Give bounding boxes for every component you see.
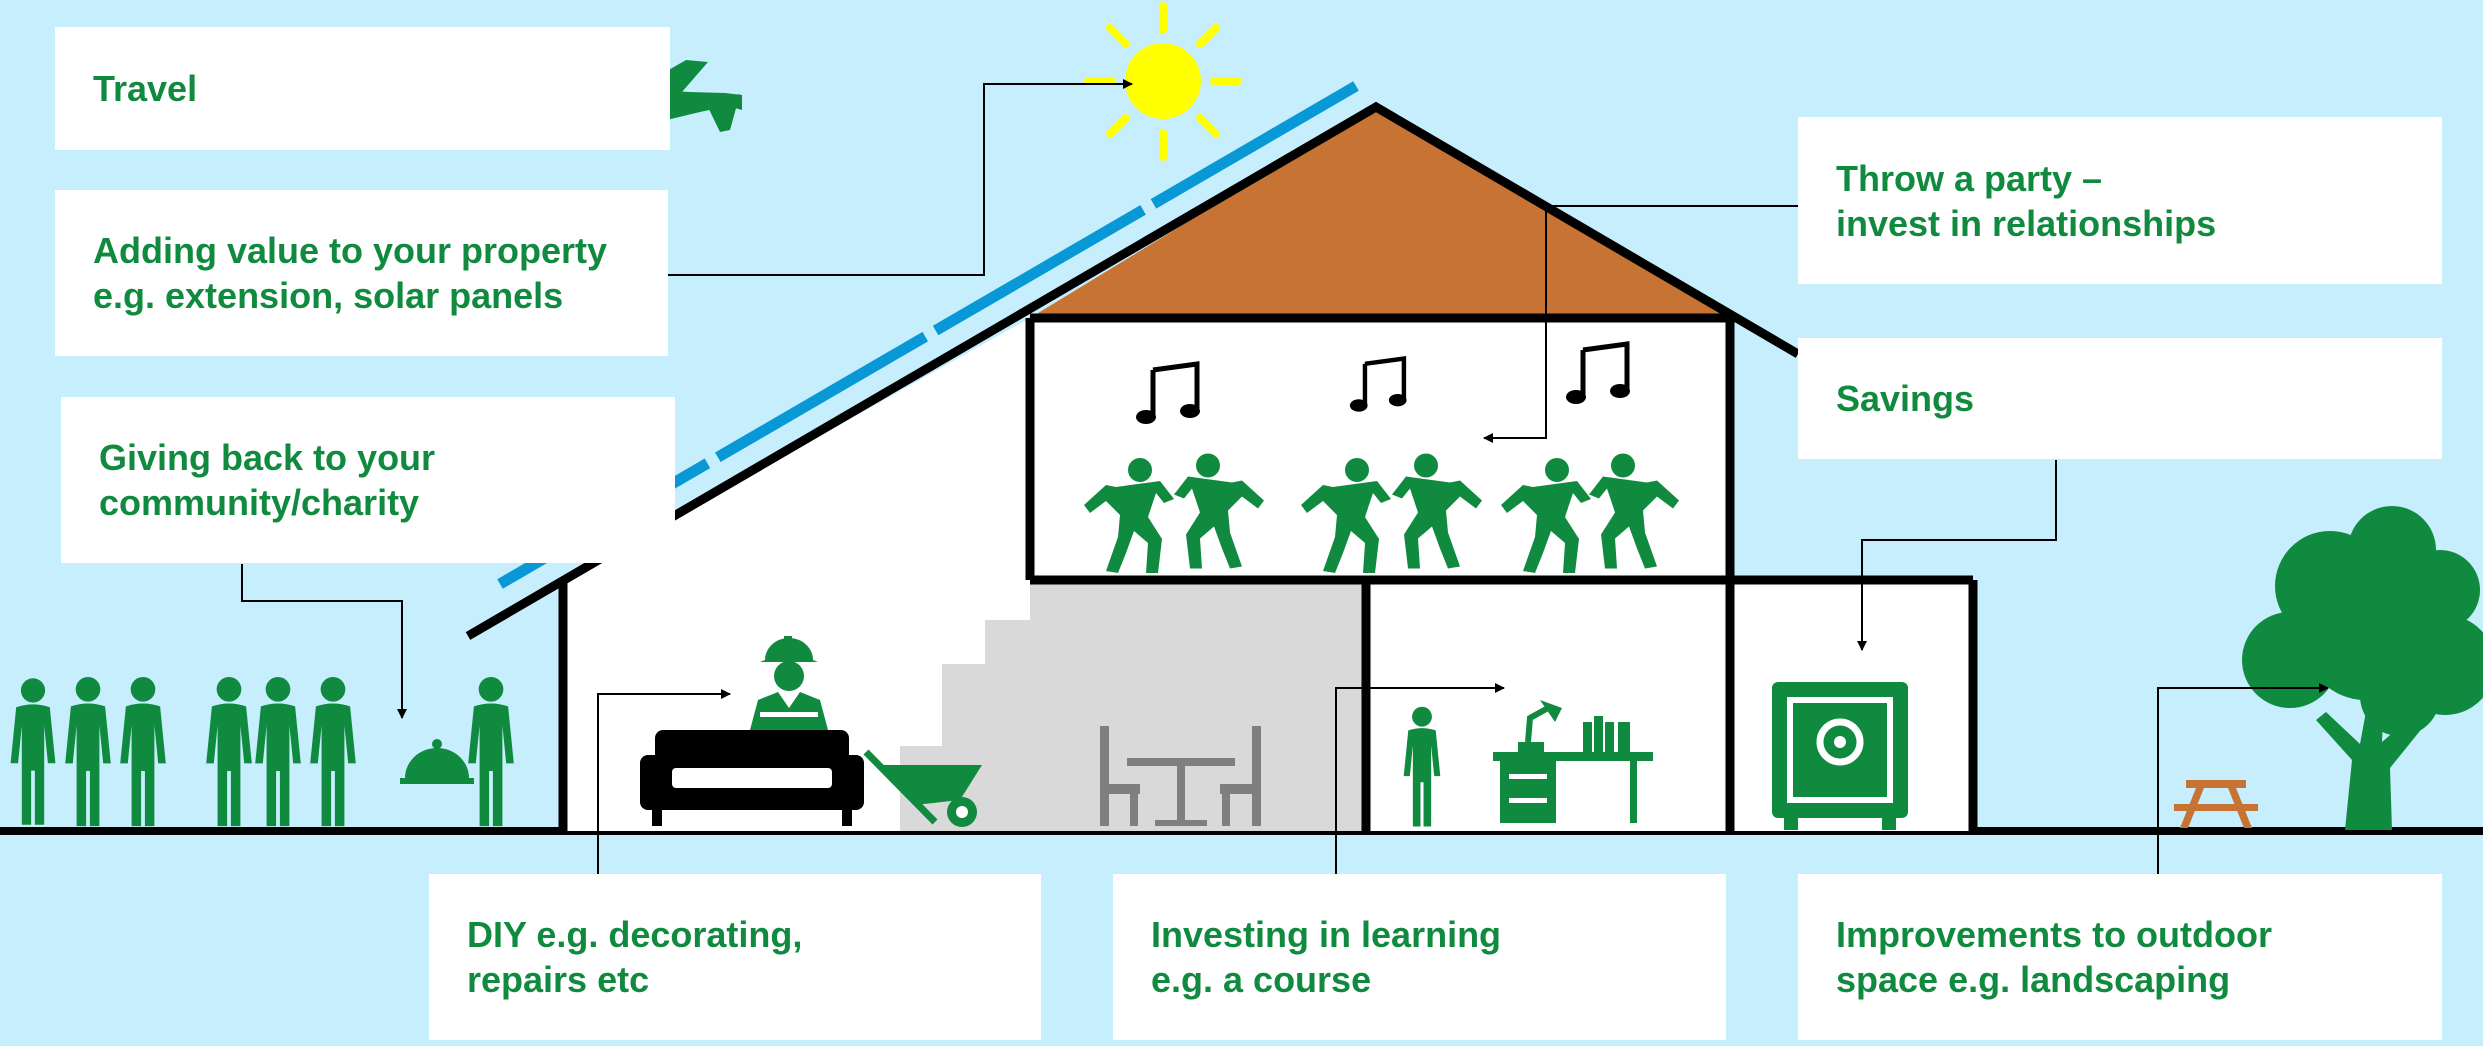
person-icon — [255, 676, 301, 827]
picnic-bench-icon — [2174, 780, 2258, 828]
label-savings: Savings — [1798, 338, 2442, 459]
label-property-line-1: Adding value to your property — [93, 230, 608, 271]
label-property-line-2: e.g. extension, solar panels — [93, 275, 564, 316]
wheelbarrow-icon — [863, 749, 982, 827]
builder-icon — [750, 636, 828, 730]
arrow-outdoor-to-tree — [2157, 683, 2329, 874]
label-diy-line-2: repairs etc — [467, 959, 650, 1000]
label-community: Giving back to your community/charity — [61, 397, 675, 563]
label-learning: Investing in learning e.g. a course — [1113, 874, 1726, 1040]
food-cloche-icon — [400, 739, 474, 784]
label-diy: DIY e.g. decorating, repairs etc — [429, 874, 1041, 1040]
arrow-property-to-sun — [668, 79, 1133, 276]
tree-icon — [2242, 506, 2483, 830]
arrow-learning-to-desk — [1335, 683, 1505, 874]
safe-icon — [1772, 682, 1908, 830]
label-outdoor: Improvements to outdoor space e.g. lands… — [1798, 874, 2442, 1040]
label-travel-line-1: Travel — [93, 68, 198, 109]
label-party-line-1: Throw a party – — [1836, 157, 2103, 199]
arrow-savings-to-safe — [1857, 460, 2057, 651]
label-party-line-2: invest in relationships — [1836, 202, 2217, 244]
arrow-community-to-cloche — [241, 564, 407, 719]
label-learning-line-1: Investing in learning — [1151, 914, 1502, 955]
sofa-icon — [640, 730, 864, 826]
person-icon — [65, 676, 111, 827]
arrow-diy-to-builder — [597, 689, 731, 874]
label-party: Throw a party – invest in relationships — [1798, 117, 2442, 284]
person-icon — [206, 676, 252, 827]
roof — [1030, 107, 1730, 318]
person-icon — [10, 678, 56, 825]
roof-outline — [465, 101, 1801, 640]
label-learning-line-2: e.g. a course — [1151, 959, 1372, 1000]
label-savings-line-1: Savings — [1836, 378, 1975, 419]
person-icon — [310, 676, 356, 827]
label-property: Adding value to your property e.g. exten… — [55, 190, 668, 356]
label-diy-line-1: DIY e.g. decorating, — [467, 914, 803, 955]
desk-lamp-icon — [1493, 700, 1653, 823]
label-community-line-2: community/charity — [99, 482, 420, 523]
arrow-party-to-dancers — [1483, 205, 1798, 443]
person-icon — [120, 676, 166, 827]
table-chairs-icon — [1100, 726, 1261, 826]
label-outdoor-line-1: Improvements to outdoor — [1836, 914, 2273, 955]
label-outdoor-line-2: space e.g. landscaping — [1836, 959, 2231, 1000]
person-icon — [468, 676, 514, 827]
sun-icon — [1084, 2, 1242, 161]
label-community-line-1: Giving back to your — [99, 437, 436, 478]
label-travel: Travel — [55, 27, 670, 150]
